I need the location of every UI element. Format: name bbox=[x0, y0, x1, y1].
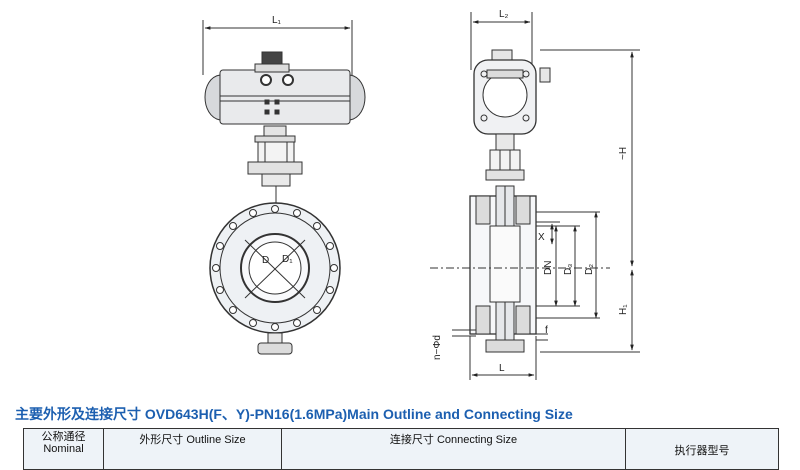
side-view bbox=[430, 12, 640, 380]
dim-l: L bbox=[499, 363, 505, 374]
header-nominal-en: Nominal bbox=[43, 443, 84, 455]
table-header-row: 公称通径 Nominal 外形尺寸 Outline Size 连接尺寸 Conn… bbox=[23, 428, 779, 470]
header-nominal: 公称通径 Nominal bbox=[23, 428, 104, 470]
dim-n-phi-d: n−Φd bbox=[432, 335, 443, 360]
section-title: 主要外形及连接尺寸 OVD643H(F、Y)-PN16(1.6MPa)Main … bbox=[15, 406, 573, 422]
header-connecting-size: 连接尺寸 Connecting Size bbox=[281, 428, 626, 470]
dim-l1: L₁ bbox=[272, 15, 282, 26]
valve-technical-drawing: D D₁ L₁ bbox=[202, 9, 640, 380]
header-outline-size: 外形尺寸 Outline Size bbox=[103, 428, 282, 470]
dim-d3: D₃ bbox=[563, 264, 574, 275]
dim-f: f bbox=[545, 325, 548, 336]
header-nominal-cn: 公称通径 bbox=[41, 431, 86, 443]
dim-d2: D₂ bbox=[584, 264, 595, 275]
dim-h: ~H bbox=[618, 147, 629, 160]
spec-table-header: 公称通径 Nominal 外形尺寸 Outline Size 连接尺寸 Conn… bbox=[23, 428, 779, 470]
label-d1: D₁ bbox=[282, 254, 293, 265]
label-d: D bbox=[262, 255, 269, 266]
dim-dn: DN bbox=[543, 261, 554, 275]
front-view: D D₁ bbox=[202, 20, 366, 355]
dim-x: X bbox=[538, 232, 545, 243]
dim-l2: L₂ bbox=[499, 9, 509, 20]
dim-h1: H₁ bbox=[618, 304, 629, 315]
header-actuator-model: 执行器型号 bbox=[625, 428, 779, 470]
